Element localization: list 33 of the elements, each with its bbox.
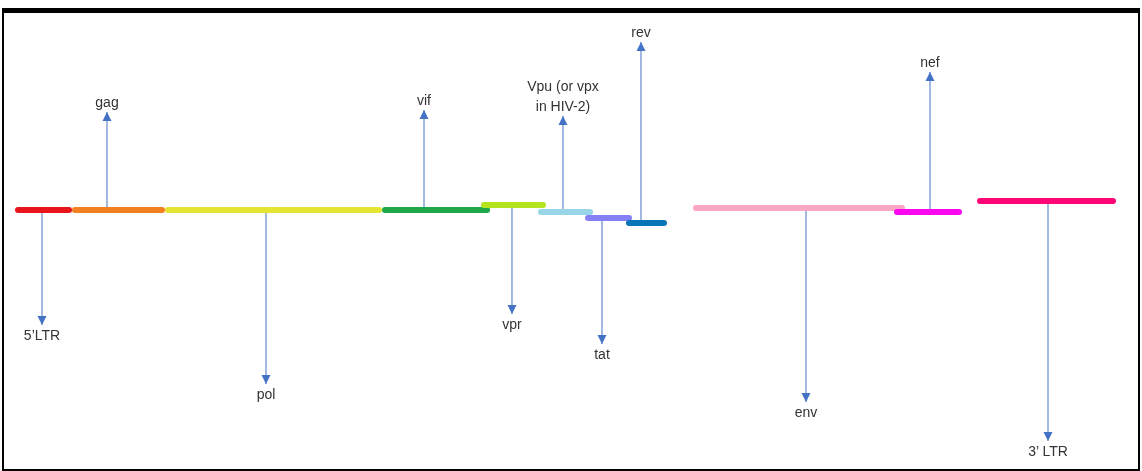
gene-bar (481, 202, 546, 208)
arrow (261, 212, 271, 385)
gene-label: Vpu (or vpx in HIV-2) (521, 76, 605, 116)
gene-label: rev (631, 22, 651, 42)
gene-label: 5’LTR (23, 325, 61, 345)
gene-label: gag (95, 92, 119, 112)
arrow (1043, 203, 1053, 442)
gene-bar (382, 207, 490, 213)
gene-label: env (794, 402, 818, 422)
arrow (419, 109, 429, 208)
arrow (558, 115, 568, 210)
gene-bar (977, 198, 1116, 204)
gene-label: vif (417, 90, 431, 110)
arrow (37, 212, 47, 326)
gene-bar (626, 220, 667, 226)
gene-bar (538, 209, 593, 215)
gene-label: 3’ LTR (1028, 441, 1068, 461)
arrow (636, 41, 646, 221)
arrow (801, 210, 811, 403)
gene-label: pol (256, 384, 276, 404)
gene-label: nef (920, 52, 940, 72)
gene-bar (165, 207, 382, 213)
gene-bar (72, 207, 165, 213)
gene-bar (894, 209, 962, 215)
arrow (102, 111, 112, 208)
gene-bar (585, 215, 632, 221)
gene-bar (15, 207, 72, 213)
arrow (507, 207, 517, 315)
gene-label: vpr (502, 314, 522, 334)
gene-bar (693, 205, 905, 211)
arrow (925, 71, 935, 210)
arrow (597, 220, 607, 345)
gene-label: tat (594, 344, 610, 364)
